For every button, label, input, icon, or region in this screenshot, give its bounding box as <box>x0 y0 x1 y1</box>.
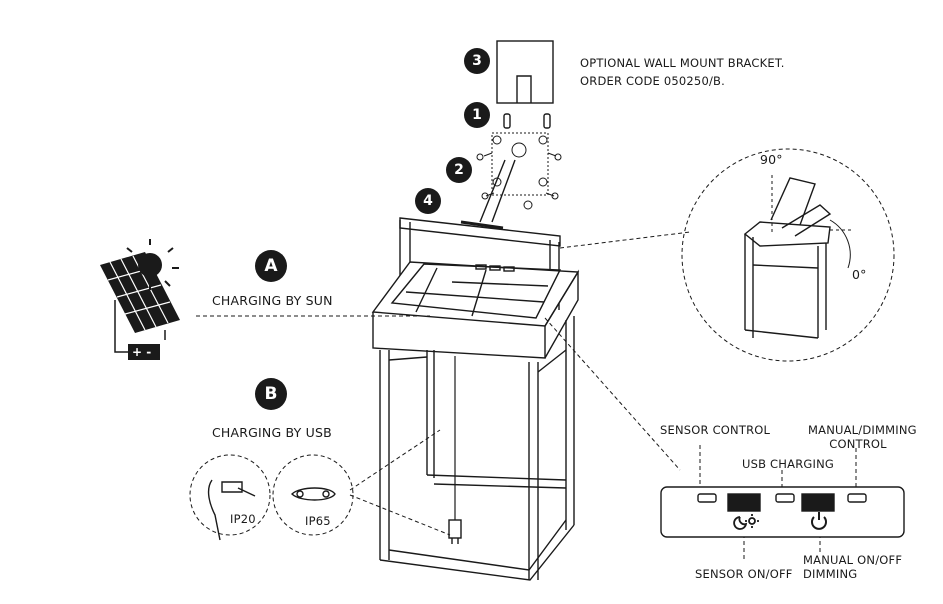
control-panel <box>660 486 905 538</box>
charging-sun-badge: A <box>255 250 287 282</box>
moon-sun-icon <box>733 514 759 530</box>
sensor-on-off-label: SENSOR ON/OFF <box>695 567 793 581</box>
solar-panel-icon <box>100 252 180 360</box>
screws <box>503 113 551 129</box>
ip65-label: IP65 <box>305 514 331 528</box>
mount-plate <box>476 132 562 223</box>
wall-bracket <box>496 40 554 104</box>
battery-icon: + - <box>132 345 152 359</box>
angle-0-label: 0° <box>852 267 867 282</box>
manual-on-off-label-1: MANUAL ON/OFF <box>803 553 903 567</box>
step-4-badge: 4 <box>415 188 441 214</box>
charging-sun-label: CHARGING BY SUN <box>212 293 333 308</box>
handle-angle-detail <box>681 148 895 362</box>
usb-charging-label: USB CHARGING <box>742 457 835 471</box>
ip-details <box>189 454 354 541</box>
sensor-control-label: SENSOR CONTROL <box>660 423 771 437</box>
manual-dimming-control-label-2: CONTROL <box>829 437 887 451</box>
lantern-top <box>371 261 580 359</box>
charging-usb-label: CHARGING BY USB <box>212 425 332 440</box>
step-1-badge: 1 <box>464 102 490 128</box>
angle-90-label: 90° <box>760 152 783 167</box>
ip20-label: IP20 <box>230 512 256 526</box>
lantern-body <box>379 316 575 581</box>
step-2-badge: 2 <box>446 157 472 183</box>
bracket-label-line2: ORDER CODE 050250/B. <box>580 74 725 88</box>
manual-dimming-control-label-1: MANUAL/DIMMING <box>808 423 917 437</box>
step-3-badge: 3 <box>464 48 490 74</box>
power-icon <box>811 512 827 530</box>
charging-usb-badge: B <box>255 378 287 410</box>
manual-on-off-label-2: DIMMING <box>803 567 858 581</box>
sun-icon <box>126 239 179 290</box>
bracket-label-line1: OPTIONAL WALL MOUNT BRACKET. <box>580 56 785 70</box>
